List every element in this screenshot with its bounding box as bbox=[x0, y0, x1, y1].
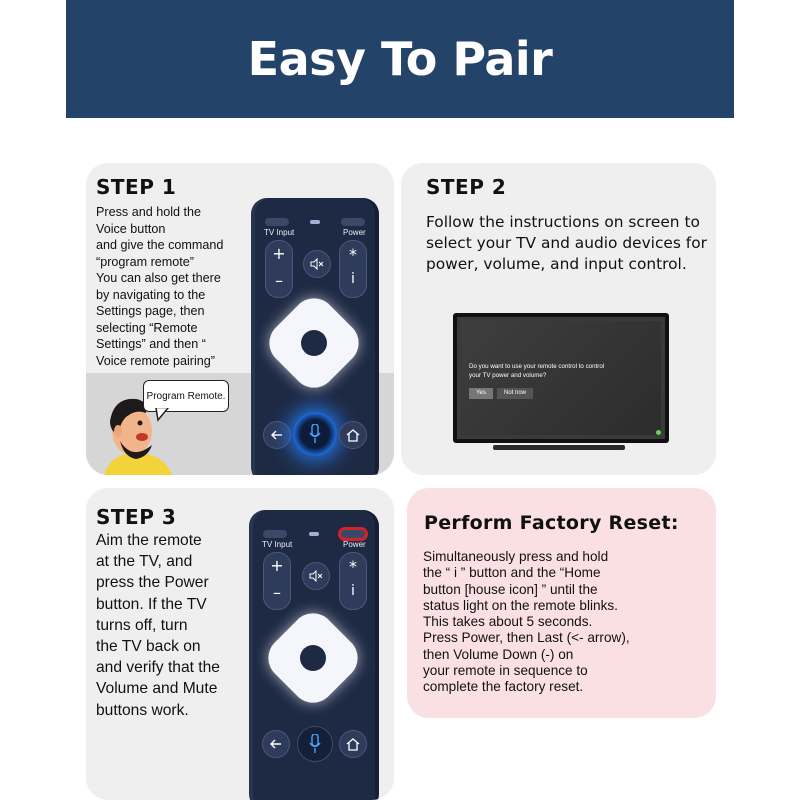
back-arrow-icon bbox=[270, 739, 281, 749]
cartoon-man-illustration bbox=[104, 398, 172, 475]
step3-text: Aim the remote at the TV, and press the … bbox=[96, 532, 220, 719]
factory-reset-text: Simultaneously press and hold the “ i ” … bbox=[423, 549, 630, 695]
home-button[interactable] bbox=[339, 421, 367, 449]
ok-button[interactable] bbox=[301, 330, 327, 356]
mute-icon bbox=[310, 258, 324, 270]
home-icon bbox=[346, 428, 360, 442]
remote-control: TV Input Power + – * i bbox=[251, 198, 379, 475]
speech-bubble-tail bbox=[155, 408, 169, 422]
voice-button[interactable] bbox=[297, 726, 333, 762]
step2-title: STEP 2 bbox=[426, 175, 507, 199]
header-banner: Easy To Pair bbox=[66, 0, 734, 118]
step2-text: Follow the instructions on screen to sel… bbox=[426, 213, 707, 273]
tv-input-label: TV Input bbox=[262, 540, 293, 549]
voice-button[interactable] bbox=[293, 412, 337, 456]
status-light bbox=[309, 532, 319, 536]
power-label: Power bbox=[343, 540, 366, 549]
info-icon: i bbox=[351, 271, 355, 287]
info-icon: i bbox=[351, 583, 355, 599]
volume-rocker[interactable]: + – bbox=[265, 240, 293, 298]
tv-prompt-text: Do you want to use your remote control t… bbox=[469, 363, 605, 379]
step3-title: STEP 3 bbox=[96, 505, 177, 529]
back-arrow-icon bbox=[271, 430, 282, 440]
home-icon bbox=[346, 737, 360, 751]
tv-stand bbox=[493, 445, 625, 450]
power-label: Power bbox=[343, 228, 366, 237]
power-button-highlighted[interactable] bbox=[341, 530, 365, 538]
tv-yes-button[interactable]: Yes bbox=[469, 388, 493, 399]
status-light bbox=[310, 220, 320, 224]
star-icon: * bbox=[349, 245, 357, 264]
mute-icon bbox=[309, 570, 323, 582]
step1-text: Press and hold the Voice button and give… bbox=[96, 205, 224, 368]
back-button[interactable] bbox=[263, 421, 291, 449]
microphone-icon bbox=[309, 734, 321, 753]
volume-up-icon: + bbox=[272, 244, 286, 263]
factory-reset-card: Perform Factory Reset: Simultaneously pr… bbox=[407, 488, 716, 718]
speech-bubble: Program Remote. bbox=[143, 380, 229, 412]
power-button[interactable] bbox=[341, 218, 365, 226]
tv-screen: Do you want to use your remote control t… bbox=[453, 313, 669, 443]
volume-down-icon: – bbox=[273, 583, 281, 602]
ok-button[interactable] bbox=[300, 645, 326, 671]
back-button[interactable] bbox=[262, 730, 290, 758]
volume-rocker[interactable]: + – bbox=[263, 552, 291, 610]
tv-input-button[interactable] bbox=[265, 218, 289, 226]
tv-power-light bbox=[656, 430, 661, 435]
tv-display bbox=[461, 321, 661, 435]
step1-title: STEP 1 bbox=[96, 175, 177, 199]
tv-input-button[interactable] bbox=[263, 530, 287, 538]
mute-button[interactable] bbox=[302, 562, 330, 590]
remote-control-step3: TV Input Power + – * i bbox=[249, 510, 379, 800]
home-button[interactable] bbox=[339, 730, 367, 758]
star-info-rocker[interactable]: * i bbox=[339, 240, 367, 298]
mute-button[interactable] bbox=[303, 250, 331, 278]
factory-reset-title: Perform Factory Reset: bbox=[424, 512, 679, 534]
star-icon: * bbox=[349, 557, 357, 576]
step3-card: STEP 3 Aim the remote at the TV, and pre… bbox=[86, 488, 394, 800]
tv-not-now-button[interactable]: Not now bbox=[497, 388, 533, 399]
star-info-rocker[interactable]: * i bbox=[339, 552, 367, 610]
step1-card: STEP 1 Press and hold the Voice button a… bbox=[86, 163, 394, 475]
volume-down-icon: – bbox=[275, 271, 283, 290]
tv-input-label: TV Input bbox=[264, 228, 295, 237]
step2-card: STEP 2 Follow the instructions on screen… bbox=[401, 163, 716, 475]
page-title: Easy To Pair bbox=[247, 32, 553, 86]
microphone-icon bbox=[309, 424, 321, 443]
volume-up-icon: + bbox=[270, 556, 284, 575]
